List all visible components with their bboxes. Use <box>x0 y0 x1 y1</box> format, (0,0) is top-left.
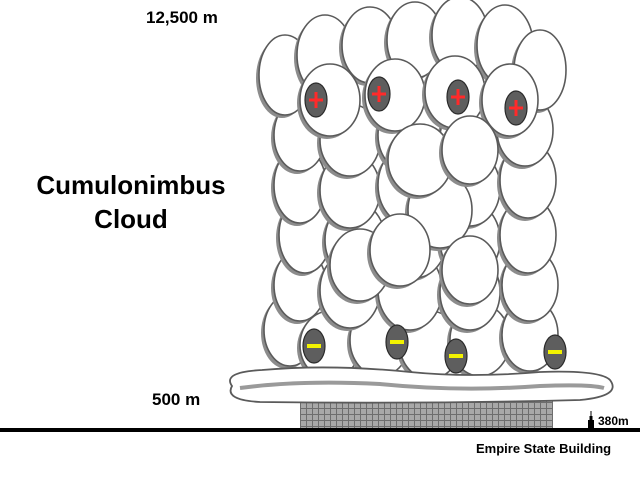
positive-charge <box>446 79 470 115</box>
positive-charge <box>504 90 528 126</box>
building-name-label: Empire State Building <box>476 441 612 456</box>
base-altitude-label: 500 m <box>152 390 201 409</box>
cloud-puff <box>367 213 431 289</box>
cloud-puff <box>385 123 453 199</box>
cloud-base <box>229 366 614 404</box>
cloud-body <box>256 0 567 382</box>
top-altitude-label: 12,500 m <box>146 8 218 27</box>
building-height-label: 380m <box>598 414 629 428</box>
cloud-puff <box>439 235 499 307</box>
negative-charge <box>385 324 409 360</box>
title-line-2: Cloud <box>94 204 168 234</box>
diagram-title: Cumulonimbus Cloud <box>20 168 242 236</box>
negative-charge <box>543 334 567 370</box>
negative-charges <box>302 324 567 374</box>
negative-charge <box>444 338 468 374</box>
ground-line <box>0 428 640 432</box>
title-line-1: Cumulonimbus <box>36 170 226 200</box>
positive-charge <box>367 76 391 112</box>
empire-state-building-icon <box>588 411 594 428</box>
positive-charges <box>304 76 528 126</box>
positive-charge <box>304 82 328 118</box>
cloud-puff <box>439 115 499 187</box>
negative-charge <box>302 328 326 364</box>
